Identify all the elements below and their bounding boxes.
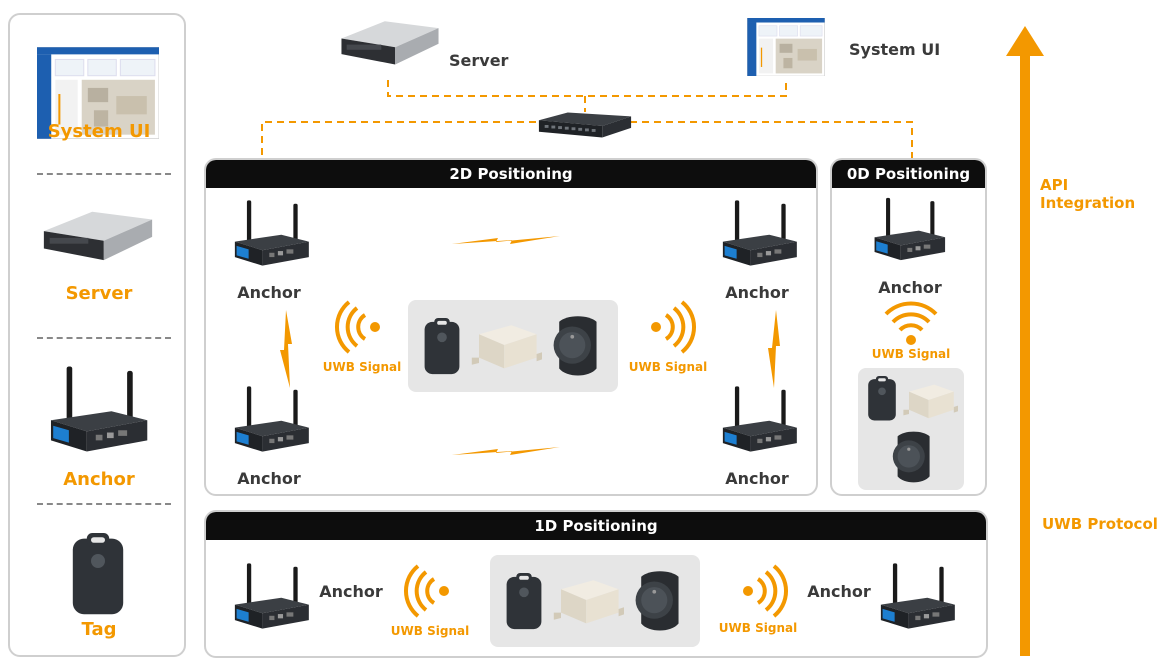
uwb-signal-label: UWB Signal [322,360,402,374]
uwb-signal-label: UWB Signal [718,621,798,635]
tag-icon [868,376,896,421]
uwb-signal-icon [651,300,696,354]
uwb-signal-label: UWB Signal [871,347,951,361]
anchor-label: Anchor [237,283,301,302]
legend-divider [37,337,171,339]
anchor-icon [234,386,309,452]
wristband-icon [892,431,930,483]
anchor-label: Anchor [878,278,942,297]
integration-arrow-icon [1006,26,1044,656]
uwb-signal-label: UWB Signal [628,360,708,374]
section-2d-positioning: 2D Positioning [204,158,818,496]
legend-anchor-label: Anchor [63,469,135,490]
uwb-signal-icon [404,564,449,618]
api-integration-label: API Integration [1040,176,1136,212]
lightning-bolt-icon [452,447,560,455]
section-1d-positioning: 1D Positioning [204,510,988,658]
tag-device-group [490,555,700,647]
tag-device-group [858,368,964,490]
section-title: 0D Positioning [832,160,985,188]
network-switch-icon [538,112,632,138]
beige-box-device-icon [553,580,624,624]
beige-box-device-icon [903,384,958,419]
wristband-icon [635,571,679,631]
lightning-bolt-icon [768,310,780,388]
anchor-label: Anchor [807,582,871,601]
uwb-signal-icon [884,301,938,345]
legend-server-label: Server [65,283,133,304]
legend-system-ui-label: System UI [47,121,151,142]
server-label: Server [449,51,509,70]
anchor-icon [234,200,309,266]
beige-box-device-icon [471,325,542,369]
anchor-icon [880,563,955,629]
uwb-signal-icon [335,300,380,354]
anchor-icon [722,386,797,452]
tag-icon [506,573,542,630]
system-ui-label: System UI [849,40,941,59]
anchor-label: Anchor [237,469,301,488]
legend-tag-label: Tag [81,619,117,640]
legend-panel: System UI Server Anchor Tag [8,13,186,657]
tag-device-group [408,300,618,392]
uwb-protocol-label: UWB Protocol [1042,515,1158,533]
anchor-icon [234,563,309,629]
legend-divider [37,503,171,505]
lightning-bolt-icon [280,310,292,388]
uwb-signal-label: UWB Signal [390,624,470,638]
anchor-label: Anchor [725,283,789,302]
anchor-label: Anchor [725,469,789,488]
section-title: 2D Positioning [206,160,816,188]
anchor-icon [874,197,946,261]
tag-icon [424,318,460,375]
section-0d-positioning: 0D Positioning [830,158,987,496]
section-title: 1D Positioning [206,512,986,540]
lightning-bolt-icon [452,236,560,244]
wristband-icon [553,316,597,376]
anchor-icon [722,200,797,266]
anchor-label: Anchor [319,582,383,601]
legend-divider [37,173,171,175]
uwb-signal-icon [743,564,788,618]
